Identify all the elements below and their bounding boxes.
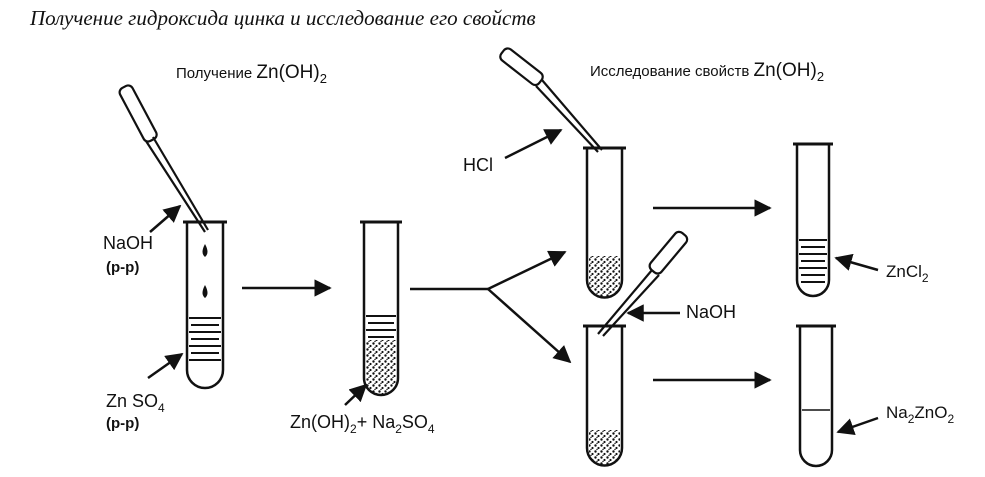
arrow-zncl2 xyxy=(834,253,879,272)
arrow-to-tube-3 xyxy=(487,250,567,291)
arrow-products xyxy=(344,383,368,406)
heading-preparation: Получение Zn(OH)2 xyxy=(176,62,327,86)
label-solution-2: (р-р) xyxy=(106,415,139,432)
drop-2 xyxy=(202,285,208,298)
pipette-hcl xyxy=(499,47,603,153)
page-title: Получение гидроксида цинка и исследовани… xyxy=(30,6,536,30)
arrow-na2zno2 xyxy=(836,416,879,436)
label-products: Zn(OH)2+ Na2SO4 xyxy=(290,412,435,436)
arrow-hcl xyxy=(504,128,563,160)
drop-1 xyxy=(202,244,208,257)
test-tube-6 xyxy=(796,324,836,468)
label-znso4: Zn SO4 xyxy=(106,391,165,415)
test-tube-3 xyxy=(583,146,626,299)
pipette-1 xyxy=(118,84,209,233)
label-zncl2: ZnCl2 xyxy=(886,262,929,285)
label-solution-1: (р-р) xyxy=(106,259,139,276)
label-na2zno2: Na2ZnO2 xyxy=(886,403,954,426)
arrow-naoh xyxy=(149,204,182,233)
arrow-to-tube-4 xyxy=(487,288,572,364)
label-hcl: HCl xyxy=(463,155,493,175)
test-tube-5 xyxy=(793,142,833,298)
test-tube-2 xyxy=(360,220,402,397)
arrow-znso4 xyxy=(147,352,184,380)
heading-study: Исследование свойств Zn(OH)2 xyxy=(590,60,824,84)
pipette-naoh xyxy=(597,230,689,337)
label-naoh-right: NaOH xyxy=(686,302,736,322)
label-naoh: NaOH xyxy=(103,233,153,253)
test-tube-4 xyxy=(583,324,626,467)
test-tube-1 xyxy=(183,220,227,390)
